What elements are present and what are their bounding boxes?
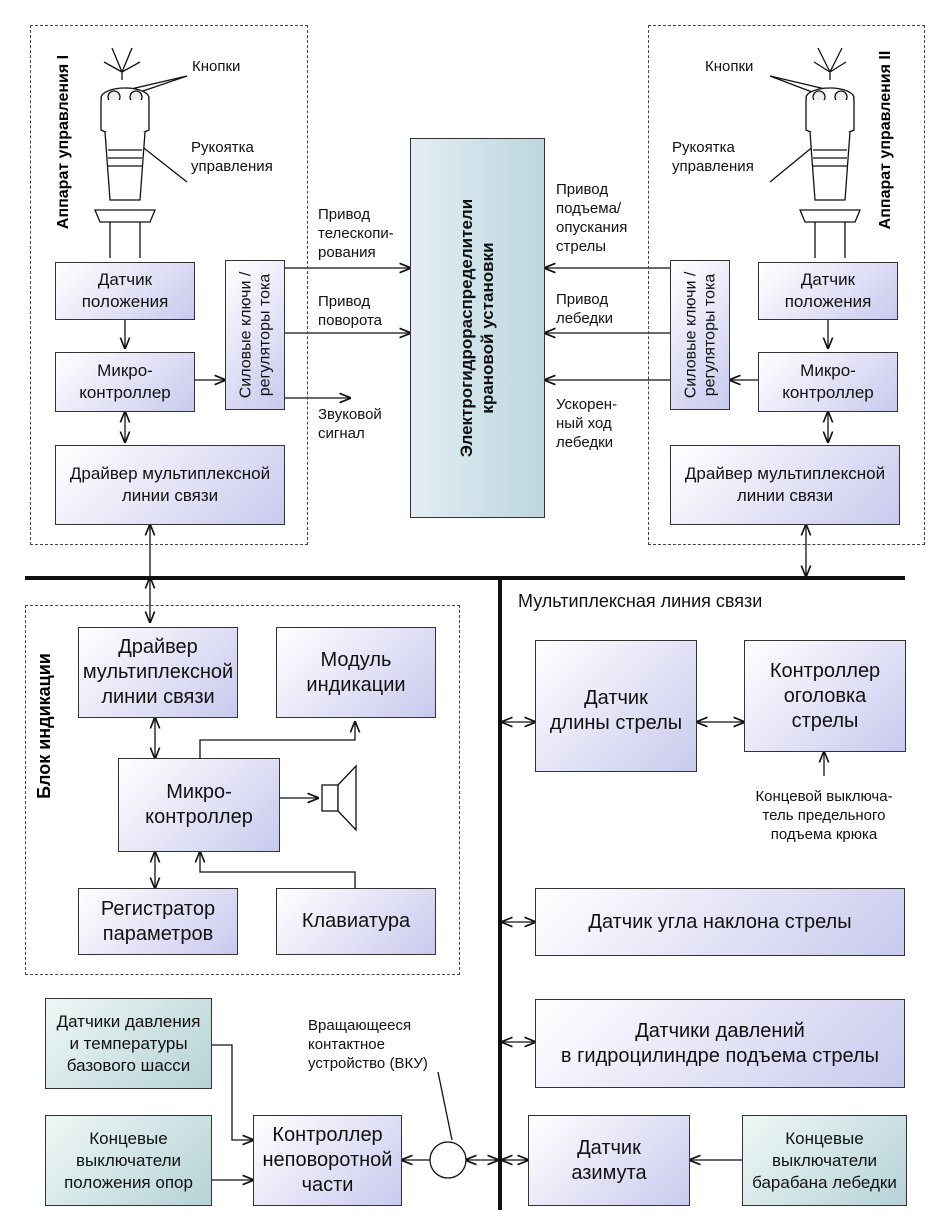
display-microcontroller: Микро-контроллер <box>118 758 280 852</box>
speaker-icon <box>321 764 357 832</box>
control-unit-2-frame <box>648 25 925 545</box>
keyboard: Клавиатура <box>276 888 436 955</box>
control-unit-2-title: Аппарат управления II <box>877 50 894 230</box>
power-keys-2: Силовые ключи /регуляторы тока <box>670 260 730 410</box>
control-unit-1-title: Аппарат управления I <box>55 54 72 230</box>
control-unit-1-frame <box>30 25 308 545</box>
power-keys-1: Силовые ключи /регуляторы тока <box>225 260 285 410</box>
rotary-device-icon <box>429 1141 467 1179</box>
joystick-right-icon <box>769 47 861 258</box>
display-block-frame <box>25 605 460 975</box>
display-block-title: Блок индикации <box>34 653 54 799</box>
microcontroller-1: Микро-контроллер <box>55 352 195 412</box>
boom-angle-sensor: Датчик угла наклона стрелы <box>535 888 905 956</box>
mux-line-label: Мультиплексная линия связи <box>518 591 763 611</box>
joystick-left-icon <box>94 47 188 258</box>
buttons-label-2: Кнопки <box>705 58 754 75</box>
microcontroller-2: Микро-контроллер <box>758 352 898 412</box>
buttons-label-1: Кнопки <box>192 58 241 75</box>
